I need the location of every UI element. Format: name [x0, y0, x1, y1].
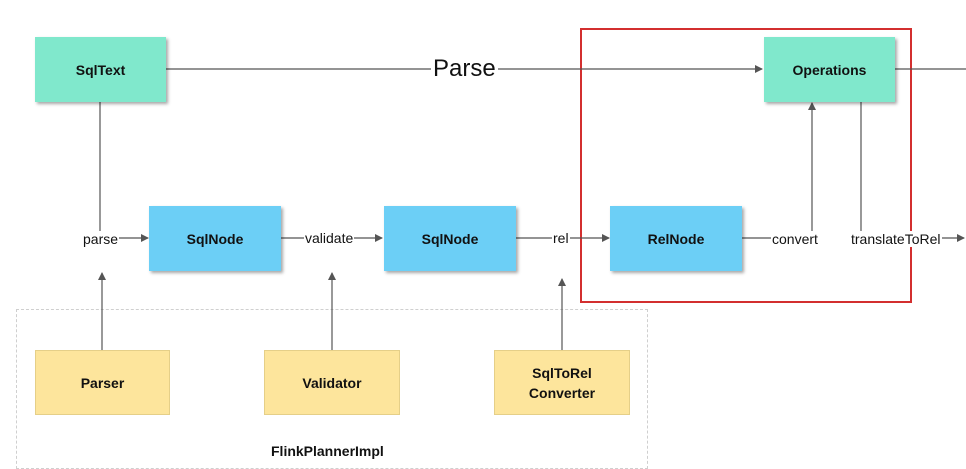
parse-top-label: Parse: [431, 55, 498, 83]
translate-to-rel-label: translateToRel: [850, 231, 942, 247]
convert-label: convert: [771, 231, 819, 247]
sqltorel-converter-node: SqlToRel Converter: [494, 350, 630, 415]
rel-label: rel: [552, 230, 570, 246]
validator-node: Validator: [264, 350, 400, 415]
sqltext-node: SqlText: [35, 37, 166, 102]
highlight-frame: [580, 28, 912, 303]
relnode-node: RelNode: [610, 206, 742, 271]
sqlnode-node-1: SqlNode: [149, 206, 281, 271]
sqlnode-node-2: SqlNode: [384, 206, 516, 271]
parse-label: parse: [82, 231, 120, 247]
validate-label: validate: [304, 230, 355, 246]
parser-node: Parser: [35, 350, 170, 415]
flow-diagram: FlinkPlannerImpl SqlText Operations SqlN…: [16, 28, 966, 469]
operations-node: Operations: [764, 37, 895, 102]
